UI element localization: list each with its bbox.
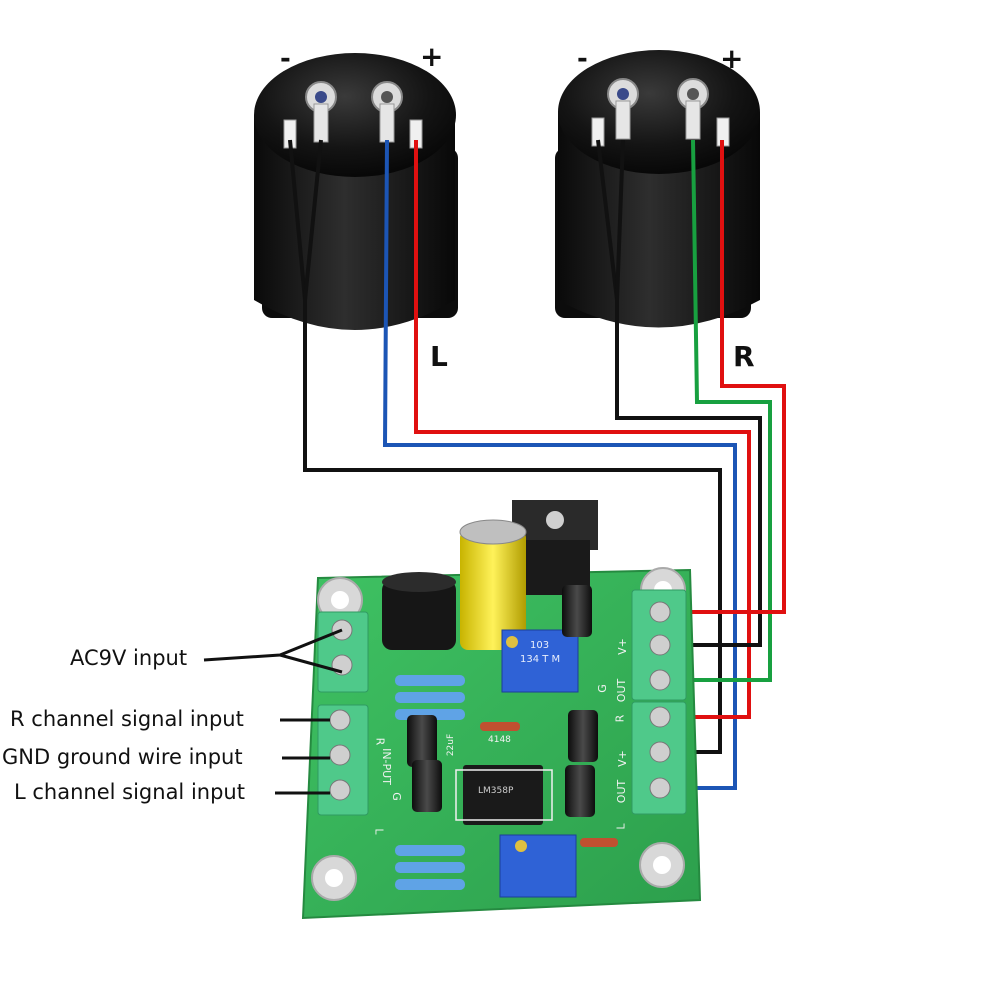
wire-left-blue — [382, 139, 737, 790]
terminal-screw — [649, 777, 671, 799]
electrolytic-capacitor-large — [460, 530, 526, 650]
trimmer-adjust-screw — [515, 840, 527, 852]
silk-v-plus-out: V+ — [615, 750, 629, 767]
wire-right-black — [615, 139, 762, 647]
left-meter-lug — [313, 103, 329, 143]
mount-hole-center — [653, 856, 671, 874]
resistors-top — [395, 675, 465, 720]
right-meter-plus-mark: + — [720, 42, 744, 75]
left-meter — [254, 53, 458, 330]
silk-g-out: G — [595, 684, 609, 693]
left-meter-terminal-screw — [315, 91, 327, 103]
terminal-screw — [329, 709, 351, 731]
wire-left-black — [303, 139, 722, 754]
trimmer-pot-bottom — [499, 834, 577, 898]
left-meter-top — [254, 53, 456, 177]
left-meter-terminal-screw — [381, 91, 393, 103]
silk-v-plus-top: V+ — [615, 638, 629, 655]
resistor — [395, 879, 465, 890]
wire-left-red — [414, 140, 751, 719]
resistor — [395, 862, 465, 873]
gnd-callout: GND ground wire input — [2, 745, 243, 769]
diode — [480, 722, 520, 731]
r-signal-callout: R channel signal input — [10, 707, 244, 731]
wire-right-red — [668, 140, 786, 614]
right-meter-terminal-screw — [687, 88, 699, 100]
terminal-screw — [649, 601, 671, 623]
terminal-screw — [649, 634, 671, 656]
right-meter-minus-mark: - — [577, 44, 588, 74]
terminal-screw — [329, 744, 351, 766]
terminal-screw — [329, 779, 351, 801]
silk-out-top: OUT — [615, 678, 629, 703]
cap-label: 22uF — [446, 733, 457, 757]
vu-driver-board — [301, 500, 702, 920]
right-meter-terminal-screw — [617, 88, 629, 100]
resistor — [395, 675, 465, 686]
wire-right-green — [668, 139, 772, 682]
mount-hole-center — [325, 869, 343, 887]
terminal-screw — [649, 669, 671, 691]
resistors-bottom — [395, 845, 465, 890]
trimmer-label-a: 103 — [530, 640, 550, 651]
silk-in-put: IN-PUT — [379, 748, 393, 785]
capacitor-22uf — [565, 765, 595, 817]
diode — [580, 838, 618, 847]
capacitor-22uf — [407, 715, 437, 767]
terminal-screw — [649, 741, 671, 763]
rectifier-bridge — [382, 580, 456, 650]
ac-terminal-block — [317, 611, 369, 693]
silk-r-out: R — [613, 714, 627, 723]
capacitor-22uf — [412, 760, 442, 812]
silk-l: L — [372, 828, 386, 835]
left-meter-plus-mark: + — [420, 40, 444, 73]
resistor — [395, 845, 465, 856]
left-meter-minus-mark: - — [280, 44, 291, 74]
l-signal-callout: L channel signal input — [14, 780, 245, 804]
capacitor-22uf — [568, 710, 598, 762]
right-meter — [555, 50, 760, 328]
right-meter-top — [558, 50, 760, 174]
regulator-tab-hole — [546, 511, 564, 529]
wire-left-black-a — [288, 139, 307, 301]
wire-right-black-a — [596, 139, 619, 301]
ac-input-callout: AC9V input — [70, 646, 188, 670]
silk-l-out: L — [614, 823, 628, 830]
chip-label: LM358P — [478, 786, 514, 796]
left-channel-label: L — [430, 340, 448, 373]
right-meter-lug — [685, 100, 701, 140]
capacitor-filter — [562, 585, 592, 637]
leader-ac-2 — [279, 653, 343, 674]
mount-hole-center — [331, 591, 349, 609]
silk-out: OUT — [615, 779, 629, 804]
left-meter-lug — [379, 103, 395, 143]
right-channel-label: R — [733, 340, 755, 373]
capacitor-top — [459, 519, 527, 545]
chip-socket-outline — [455, 769, 553, 821]
trimmer-pot-top — [501, 629, 579, 693]
terminal-screw — [649, 706, 671, 728]
trimmer-adjust-screw — [506, 636, 518, 648]
diode-label: 4148 — [488, 735, 511, 745]
silk-r: R — [373, 737, 387, 746]
right-meter-lug — [615, 100, 631, 140]
right-meter-body — [558, 112, 760, 328]
op-amp-chip — [463, 765, 543, 825]
rectifier-top — [382, 572, 456, 592]
silk-g: G — [389, 792, 403, 801]
wires — [288, 139, 786, 790]
callout-leaders — [203, 628, 343, 795]
resistor — [395, 692, 465, 703]
trimmer-label-b: 134 T M — [520, 654, 561, 665]
